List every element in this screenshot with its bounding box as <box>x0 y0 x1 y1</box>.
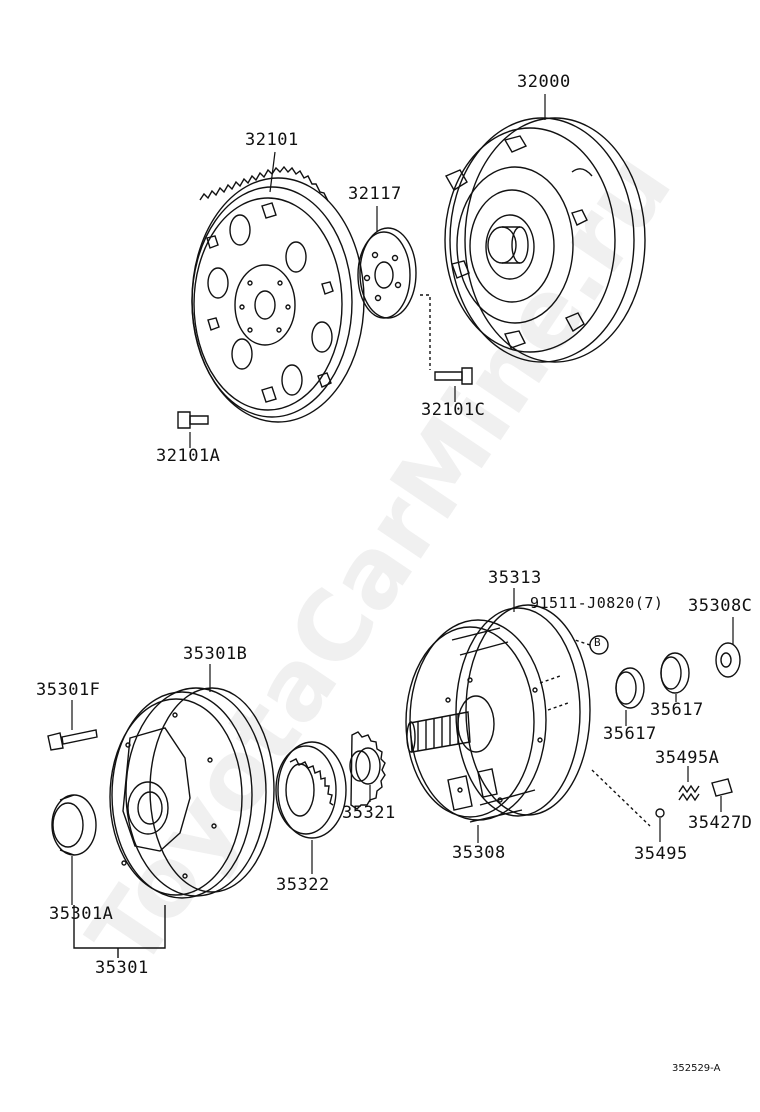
label-35308: 35308 <box>452 843 506 863</box>
oil-pump-body-35301 <box>109 687 275 899</box>
label-35495a: 35495A <box>655 748 720 768</box>
label-35427d: 35427D <box>688 813 753 833</box>
label-35301: 35301 <box>95 958 149 978</box>
label-32101: 32101 <box>245 130 299 150</box>
seal-ring-35308c <box>715 642 741 678</box>
torque-converter-32000 <box>444 117 646 363</box>
ball-35495 <box>655 808 665 818</box>
label-35617-left: 35617 <box>603 724 657 744</box>
label-32117: 32117 <box>348 184 402 204</box>
label-91511-j0820: 91511-J0820(7) <box>530 594 664 612</box>
spacer-32117 <box>357 227 417 319</box>
drive-plate-32101 <box>191 165 365 423</box>
label-35308c: 35308C <box>688 596 753 616</box>
bolt-32101c <box>420 294 473 385</box>
plug-35427d <box>711 778 733 797</box>
label-32101a: 32101A <box>156 446 221 466</box>
stator-shaft-35308 <box>405 604 591 823</box>
label-35301b: 35301B <box>183 644 248 664</box>
driven-gear-35322 <box>275 741 347 839</box>
bolt-35301f <box>47 729 98 751</box>
bolt-32101a <box>177 411 209 429</box>
label-35322: 35322 <box>276 875 330 895</box>
diagram-code: 352529-A <box>672 1063 721 1074</box>
drive-gear-35321 <box>349 731 386 810</box>
group-bracket-35301 <box>73 905 166 958</box>
leader-lines <box>71 94 734 905</box>
label-35313: 35313 <box>488 568 542 588</box>
spring-35495a <box>678 784 700 802</box>
ref-marker-b: B <box>594 636 602 649</box>
label-35301f: 35301F <box>36 680 101 700</box>
label-35617-right: 35617 <box>650 700 704 720</box>
oil-seal-35301a <box>51 794 97 856</box>
seal-ring-35617-b <box>660 652 690 694</box>
label-35301a: 35301A <box>49 904 114 924</box>
seal-ring-35617-a <box>615 667 645 709</box>
label-32000: 32000 <box>517 72 571 92</box>
label-35495: 35495 <box>634 844 688 864</box>
label-35321: 35321 <box>342 803 396 823</box>
label-32101c: 32101C <box>421 400 486 420</box>
